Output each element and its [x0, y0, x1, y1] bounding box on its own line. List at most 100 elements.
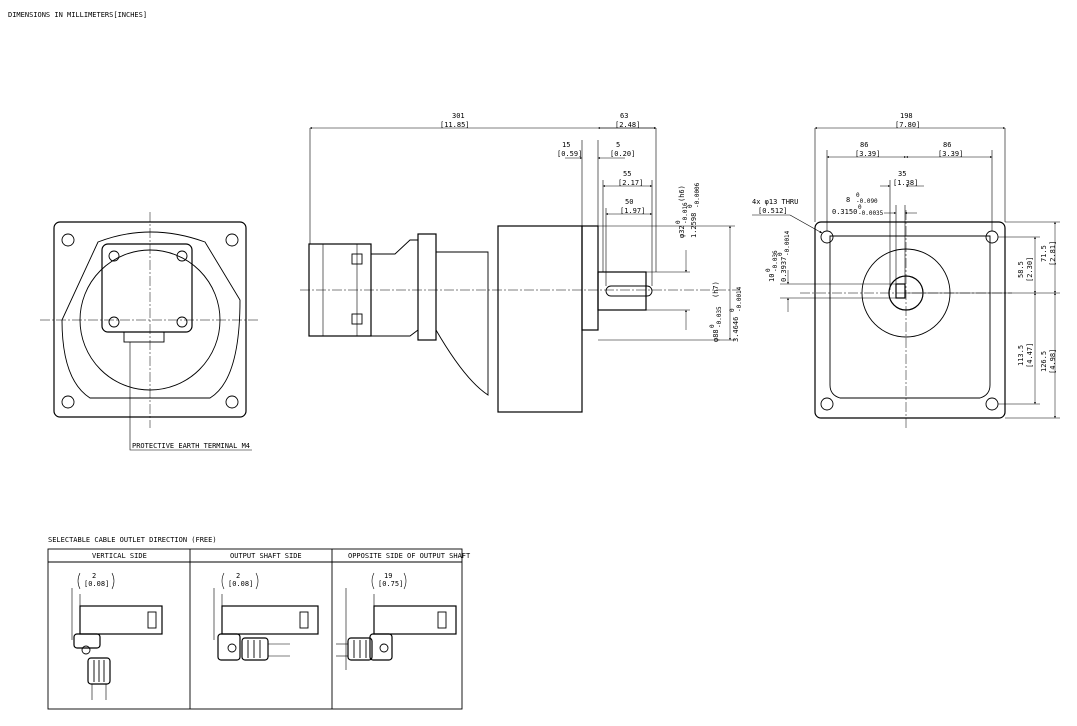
- end-flange-outline: [814, 221, 1006, 419]
- dim-key-width: 8: [846, 196, 850, 204]
- dim-key-len: 50: [625, 198, 633, 206]
- dim-overall-length-in: [11.85]: [440, 121, 470, 129]
- gear-neck: [371, 239, 419, 337]
- cable-cell-opposite: 19 [0.75]: [336, 572, 457, 670]
- svg-text:0: 0: [858, 204, 862, 211]
- dim-upper-a: 58.5: [1017, 261, 1025, 278]
- svg-text:[0.08]: [0.08]: [228, 580, 253, 588]
- end-view: 198 [7.80] 86 [3.39] 86 [3.39] 35 [1.38]…: [752, 112, 1060, 430]
- dim-half-left: 86: [860, 141, 868, 149]
- svg-text:(h7): (h7): [712, 281, 720, 298]
- hole-callout: 4x φ13 THRU: [752, 198, 798, 206]
- svg-text:0: 0: [709, 324, 716, 328]
- dim-shaft-offset-in: [1.38]: [893, 179, 918, 187]
- mount-hole-bl: [61, 395, 75, 409]
- dim-lower-b-in: [4.98]: [1049, 349, 1057, 374]
- cable-table-title: SELECTABLE CABLE OUTLET DIRECTION (FREE): [48, 536, 217, 544]
- dim-half-left-in: [3.39]: [855, 150, 880, 158]
- dim-lower-a-in: [4.47]: [1026, 343, 1034, 368]
- svg-text:0: 0: [687, 204, 694, 208]
- dim-shaft-total-in: [2.48]: [615, 121, 640, 129]
- col-header-vertical: VERTICAL SIDE: [92, 552, 147, 560]
- dim-shaft-step: 5: [616, 141, 620, 149]
- col-header-opposite: OPPOSITE SIDE OF OUTPUT SHAFT: [348, 552, 471, 560]
- dim-lower-a: 113.5: [1017, 345, 1025, 366]
- dim-half-right-in: [3.39]: [938, 150, 963, 158]
- mount-hole-tl: [61, 233, 75, 247]
- svg-text:19: 19: [384, 572, 392, 580]
- cable-outlet-table: SELECTABLE CABLE OUTLET DIRECTION (FREE)…: [47, 536, 471, 710]
- end-hole-bl: [820, 397, 834, 411]
- dim-flange-offset: 15: [562, 141, 570, 149]
- motor-body-vertical: [79, 605, 163, 635]
- motor-screw-bl: [108, 316, 120, 328]
- dim-overall-width-in: [7.80]: [895, 121, 920, 129]
- side-view: 301 [11.85] 63 [2.48] 15 [0.59] 5 [0.20]…: [300, 112, 743, 413]
- dim-shaft-len: 55: [623, 170, 631, 178]
- end-keyway: [895, 283, 906, 299]
- connector-vertical: [73, 633, 101, 649]
- svg-text:0: 0: [675, 220, 682, 224]
- shaft-key: [605, 285, 653, 297]
- svg-text:2: 2: [236, 572, 240, 580]
- mount-hole-tr: [225, 233, 239, 247]
- col-header-output-shaft: OUTPUT SHAFT SIDE: [230, 552, 302, 560]
- cable-plug-opposite: [347, 637, 373, 661]
- end-hole-br: [985, 397, 999, 411]
- cable-plug-vertical: [87, 657, 111, 685]
- mount-hole-br: [225, 395, 239, 409]
- svg-text:-0.090: -0.090: [856, 198, 878, 205]
- svg-text:0: 0: [765, 268, 772, 272]
- dim-pilot-dia-in: 3.4646: [732, 317, 740, 342]
- svg-text:0: 0: [729, 308, 736, 312]
- motor-screw-tl: [108, 250, 120, 262]
- output-shaft: [597, 271, 647, 311]
- output-flange: [581, 225, 599, 331]
- svg-text:-0.035: -0.035: [716, 306, 723, 328]
- cable-cell-vertical: 2 [0.08]: [71, 572, 163, 700]
- dim-lower-b: 126.5: [1040, 351, 1048, 372]
- dim-key-len-in: [1.97]: [620, 207, 645, 215]
- motor-screw-br: [176, 316, 188, 328]
- gear-flange-side: [417, 233, 437, 341]
- svg-text:0: 0: [856, 192, 860, 199]
- svg-text:-0.0006: -0.0006: [694, 182, 701, 208]
- dim-upper-b: 71.5: [1040, 245, 1048, 262]
- svg-text:-0.0014: -0.0014: [736, 286, 743, 312]
- terminal-leader: [129, 342, 252, 451]
- svg-text:-0.016: -0.016: [682, 202, 689, 224]
- motor-body-opposite: [373, 605, 457, 635]
- svg-text:0: 0: [777, 252, 784, 256]
- hole-callout-in: [0.512]: [758, 207, 788, 215]
- front-housing-profile: [61, 231, 241, 399]
- front-view: PROTECTIVE EARTH TERMINAL M4: [40, 212, 260, 451]
- dim-shaft-total: 63: [620, 112, 628, 120]
- svg-text:(h6): (h6): [678, 185, 686, 202]
- gear-housing-side: [435, 251, 489, 396]
- dim-shaft-offset: 35: [898, 170, 906, 178]
- dim-shaft-step-in: [0.20]: [610, 150, 635, 158]
- cable-cell-output-shaft: 2 [0.08]: [213, 572, 319, 661]
- terminal-label: PROTECTIVE EARTH TERMINAL M4: [132, 442, 250, 450]
- dim-flange-offset-in: [0.59]: [557, 150, 582, 158]
- svg-text:-0.0014: -0.0014: [784, 230, 791, 256]
- terminal-block: [123, 331, 165, 343]
- svg-text:-0.0035: -0.0035: [858, 210, 884, 217]
- dim-upper-a-in: [2.30]: [1026, 257, 1034, 282]
- svg-text:[0.75]: [0.75]: [378, 580, 403, 588]
- dim-shaft-dia: φ32: [678, 225, 686, 238]
- dim-pilot-dia: φ88: [712, 329, 720, 342]
- svg-text:[0.08]: [0.08]: [84, 580, 109, 588]
- gearhead-body: [497, 225, 583, 413]
- end-inner-outline: [829, 235, 991, 399]
- end-hole-tr: [985, 230, 999, 244]
- dim-key-height: 10: [768, 274, 776, 282]
- dim-key-height-in: 0.3937: [780, 257, 788, 282]
- svg-text:2: 2: [92, 572, 96, 580]
- end-hole-tl: [820, 230, 834, 244]
- dim-upper-b-in: [2.81]: [1049, 241, 1057, 266]
- dim-half-right: 86: [943, 141, 951, 149]
- dim-overall-width: 198: [900, 112, 913, 120]
- svg-text:-0.036: -0.036: [772, 250, 779, 272]
- cable-plug-output: [241, 637, 269, 661]
